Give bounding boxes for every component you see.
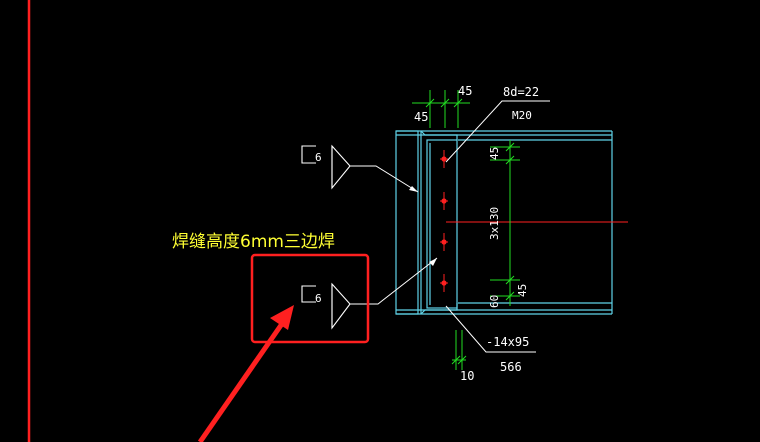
annotation-highlight-box	[250, 253, 370, 344]
bolt-group	[440, 150, 448, 292]
weld-leader-lower	[350, 257, 438, 305]
annotation-arrow-head-icon	[270, 305, 294, 330]
bolt-callout-line2: M20	[512, 109, 532, 122]
bolt-icon	[440, 150, 448, 168]
weld-leader-upper	[350, 165, 419, 193]
dim-bottom-60: 60	[488, 295, 501, 308]
dim-top-45: 45	[458, 84, 472, 98]
bolt-icon	[440, 233, 448, 251]
weld-annotation-text: 焊缝高度6mm三边焊	[172, 232, 335, 252]
dimension-lines	[412, 90, 520, 370]
dim-bottom-45: 45	[516, 284, 529, 297]
bolt-callout-line1: 8d=22	[503, 85, 539, 99]
weld-fillet-icon	[301, 145, 316, 164]
column-flange	[395, 130, 419, 315]
dim-bottom-10: 10	[460, 369, 474, 383]
weld-size-lower: 6	[315, 292, 322, 305]
dim-bolt-spacing: 3x130	[488, 207, 501, 240]
weld-fillet-icon	[301, 285, 316, 303]
weld-flag-icon	[331, 282, 351, 330]
plate-callout-line1: -14x95	[486, 335, 529, 349]
leader-lines	[350, 100, 550, 353]
weld-symbol-lower	[301, 282, 351, 330]
dim-left-45: 45	[414, 110, 428, 124]
dim-top-offset: 45	[488, 147, 501, 160]
plate-callout-leader	[445, 305, 536, 353]
weld-symbol-upper	[301, 144, 351, 190]
annotation-arrow-shaft	[197, 316, 289, 442]
bolt-callout-leader	[445, 100, 550, 163]
bolt-icon	[440, 274, 448, 292]
weld-size-upper: 6	[315, 151, 322, 164]
end-plate	[426, 139, 458, 309]
plate-callout-line2: 566	[500, 360, 522, 374]
steel-members	[395, 130, 613, 315]
weld-flag-icon	[331, 144, 351, 190]
bolt-icon	[440, 192, 448, 210]
